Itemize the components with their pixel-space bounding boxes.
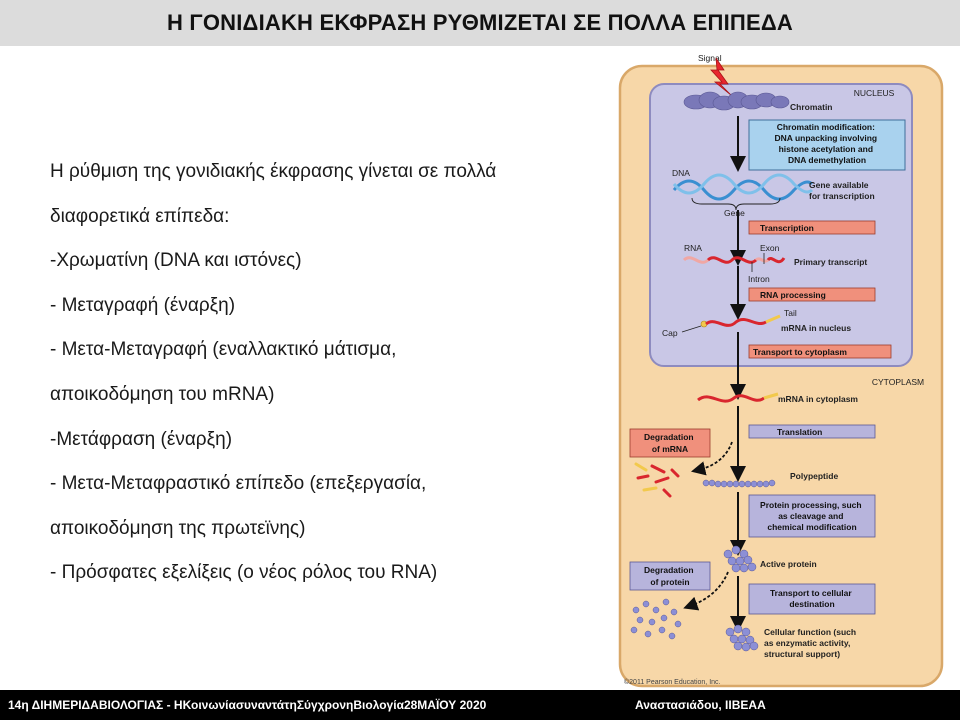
mrna-cytoplasm-label: mRNA in cytoplasm	[778, 394, 858, 404]
dna-label: DNA	[672, 168, 690, 178]
protein-processing-box	[748, 494, 876, 538]
footer-author: Αναστασιάδου, ΙΙΒΕΑΑ	[635, 698, 766, 712]
transport-cellular-box	[748, 583, 876, 615]
protein-processing-text: Protein processing, such as cleavage and…	[760, 500, 864, 532]
transport-cytoplasm-label: Transport to cytoplasm	[753, 347, 847, 357]
bullet-line: -Μετάφραση (έναρξη)	[50, 428, 233, 450]
exon-label: Exon	[760, 243, 780, 253]
poly-a-tail-icon	[765, 314, 781, 324]
transport-cellular-text: Transport to cellular destination	[770, 588, 854, 609]
signal-label: Signal	[698, 53, 722, 63]
primary-transcript-label: Primary transcript	[794, 257, 867, 267]
degradation-arrow	[683, 571, 729, 611]
chromatin-modification-text: Chromatin modification: DNA unpacking in…	[774, 122, 879, 165]
rna-label: RNA	[684, 243, 702, 253]
degradation-mrna-box	[629, 428, 711, 458]
dna-strand-icon	[672, 173, 814, 195]
bullet-line: - Μετα-Μεταγραφή (εναλλακτικό μάτισμα,	[50, 339, 397, 361]
polypeptide-icon	[702, 479, 776, 488]
active-protein-label: Active protein	[760, 559, 817, 569]
translation-label: Translation	[777, 427, 822, 437]
transport-cytoplasm-box	[748, 344, 892, 359]
degraded-mrna-icon	[634, 462, 680, 498]
bullet-list: Η ρύθμιση της γονιδιακής έκφρασης γίνετα…	[50, 150, 610, 596]
degradation-mrna-text: Degradation of mRNA	[644, 432, 696, 454]
bullet-line: - Μετα-Μεταφραστικό επίπεδο (επεξεργασία…	[50, 473, 427, 495]
cap-label: Cap	[662, 328, 678, 338]
bullet-line: -Χρωματίνη (DNA και ιστόνες)	[50, 250, 302, 272]
bullet-line: αποικοδόμηση του mRNA)	[50, 383, 275, 405]
chromatin-label: Chromatin	[790, 102, 833, 112]
nucleus-label: NUCLEUS	[854, 88, 895, 98]
gene-bracket	[691, 197, 781, 211]
diagram-svg: Signal NUCLEUS Chromatin Chromatin modif…	[618, 53, 944, 688]
gene-expression-diagram: Signal NUCLEUS Chromatin Chromatin modif…	[612, 50, 950, 690]
rna-processing-box	[748, 287, 876, 302]
gene-label: Gene	[724, 208, 745, 218]
bullet-line: Η ρύθμιση της γονιδιακής έκφρασης γίνετα…	[50, 161, 497, 182]
cellular-function-text: Cellular function (such as enzymatic act…	[764, 627, 858, 659]
primary-transcript-icon	[706, 256, 758, 264]
intron-label: Intron	[748, 274, 770, 284]
transcription-box	[748, 220, 876, 235]
polypeptide-label: Polypeptide	[790, 471, 838, 481]
degradation-arrow	[690, 441, 733, 476]
primary-transcript-icon	[766, 257, 786, 264]
chromatin-modification-box	[748, 119, 906, 171]
translation-box	[748, 424, 876, 439]
title-bar: Η ΓΟΝΙΔΙΑΚΗ ΕΚΦΡΑΣΗ ΡΥΘΜΙΖΕΤΑΙ ΣΕ ΠΟΛΛΑ …	[0, 0, 960, 46]
mrna-nucleus-label: mRNA in nucleus	[781, 323, 851, 333]
tail-label: Tail	[784, 308, 797, 318]
degradation-protein-box	[629, 561, 711, 591]
poly-a-tail-icon	[763, 392, 779, 400]
primary-transcript-icon	[754, 257, 770, 263]
transcription-label: Transcription	[760, 223, 814, 233]
copyright-label: ©2011 Pearson Education, Inc.	[624, 678, 721, 686]
bullet-line: - Μεταγραφή (έναρξη)	[50, 294, 236, 316]
slide-title: Η ΓΟΝΙΔΙΑΚΗ ΕΚΦΡΑΣΗ ΡΥΘΜΙΖΕΤΑΙ ΣΕ ΠΟΛΛΑ …	[167, 10, 793, 35]
bullet-line: διαφορετικά επίπεδα:	[50, 205, 230, 227]
footer-bar: 14η ΔΙΗΜΕΡΙΔΑΒΙΟΛΟΓΙΑΣ - ΗΚοινωνίασυναντ…	[0, 690, 960, 720]
primary-transcript-icon	[682, 256, 710, 264]
active-protein-icon	[723, 545, 757, 573]
chromatin-icon	[683, 91, 790, 111]
mrna-nucleus-icon	[705, 317, 767, 327]
rna-processing-label: RNA processing	[760, 290, 826, 300]
footer-event: 14η ΔΙΗΜΕΡΙΔΑΒΙΟΛΟΓΙΑΣ - ΗΚοινωνίασυναντ…	[8, 698, 487, 712]
bullet-line: - Πρόσφατες εξελίξεις (ο νέος ρόλος του …	[50, 562, 438, 584]
degradation-protein-text: Degradation of protein	[644, 565, 696, 587]
degraded-protein-icon	[630, 598, 682, 640]
functional-protein-icon	[725, 624, 759, 652]
cap-pointer	[681, 325, 702, 333]
bullet-line: αποικοδόμηση της πρωτεϊνης)	[50, 517, 306, 539]
cytoplasm-label: CYTOPLASM	[872, 377, 924, 387]
mrna-cytoplasm-icon	[697, 394, 765, 403]
gene-available-text: Gene available for transcription	[809, 180, 875, 201]
